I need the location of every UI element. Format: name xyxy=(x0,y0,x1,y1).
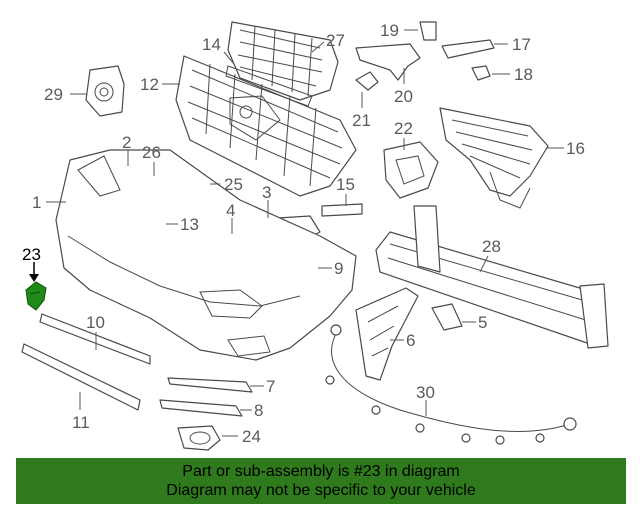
part-17-bracket xyxy=(441,39,495,59)
part-15-bracket xyxy=(321,203,363,217)
part-28-reinforcement xyxy=(375,205,609,349)
callout-29: 29 xyxy=(44,85,63,104)
callout-10: 10 xyxy=(86,313,105,332)
part-22-bracket xyxy=(383,141,439,199)
callout-lines xyxy=(29,29,564,437)
callout-4: 4 xyxy=(226,201,235,220)
callout-25: 25 xyxy=(224,175,243,194)
callout-3: 3 xyxy=(262,183,271,202)
part-30-wiring-harness xyxy=(325,324,577,445)
part-29-sensor-bracket xyxy=(85,65,125,117)
callout-30: 30 xyxy=(416,383,435,402)
callout-11: 11 xyxy=(72,413,90,432)
part-27-grille-upper xyxy=(227,21,339,101)
part-21-push-clip xyxy=(355,71,379,91)
callout-21: 21 xyxy=(352,111,371,130)
callout-16: 16 xyxy=(566,139,585,158)
callout-23-highlighted: 23 xyxy=(22,245,41,264)
part-6-bracket xyxy=(355,287,419,381)
callout-22: 22 xyxy=(394,119,413,138)
callout-14: 14 xyxy=(202,35,221,54)
callout-9: 9 xyxy=(334,259,343,278)
part-16-side-grille xyxy=(439,107,549,209)
info-banner: Part or sub-assembly is #23 in diagram D… xyxy=(16,458,626,504)
callout-2: 2 xyxy=(122,133,131,152)
callout-19: 19 xyxy=(380,21,399,40)
callout-18: 18 xyxy=(514,65,533,84)
part-7-trim-strip xyxy=(167,377,253,393)
part-23-highlighted-cover[interactable] xyxy=(25,281,47,311)
part-19-clip xyxy=(419,21,437,41)
callout-1: 1 xyxy=(32,193,41,212)
callout-20: 20 xyxy=(394,87,413,106)
callout-7: 7 xyxy=(266,377,275,396)
callout-5: 5 xyxy=(478,313,487,332)
callout-8: 8 xyxy=(254,401,263,420)
callout-27: 27 xyxy=(326,31,345,50)
callout-numbers: 1 2 3 4 5 6 7 8 9 10 11 12 13 14 15 16 1… xyxy=(22,21,585,446)
part-11-molding xyxy=(21,343,141,411)
part-18-screw xyxy=(471,65,491,81)
part-8-trim-strip xyxy=(159,399,243,417)
callout-26: 26 xyxy=(142,143,161,162)
banner-line-2: Diagram may not be specific to your vehi… xyxy=(166,482,476,499)
callout-24: 24 xyxy=(242,427,261,446)
part-1-bumper-cover xyxy=(55,149,357,361)
callout-12: 12 xyxy=(140,75,159,94)
callout-17: 17 xyxy=(512,35,531,54)
part-12-grille-main xyxy=(175,55,357,197)
callout-28: 28 xyxy=(482,237,501,256)
part-10-molding xyxy=(39,313,151,365)
callout-15: 15 xyxy=(336,175,355,194)
part-5-clip xyxy=(431,303,463,331)
callout-6: 6 xyxy=(406,331,415,350)
banner-line-1: Part or sub-assembly is #23 in diagram xyxy=(182,463,460,480)
part-24-lamp-bezel xyxy=(177,425,221,451)
callout-13: 13 xyxy=(180,215,199,234)
